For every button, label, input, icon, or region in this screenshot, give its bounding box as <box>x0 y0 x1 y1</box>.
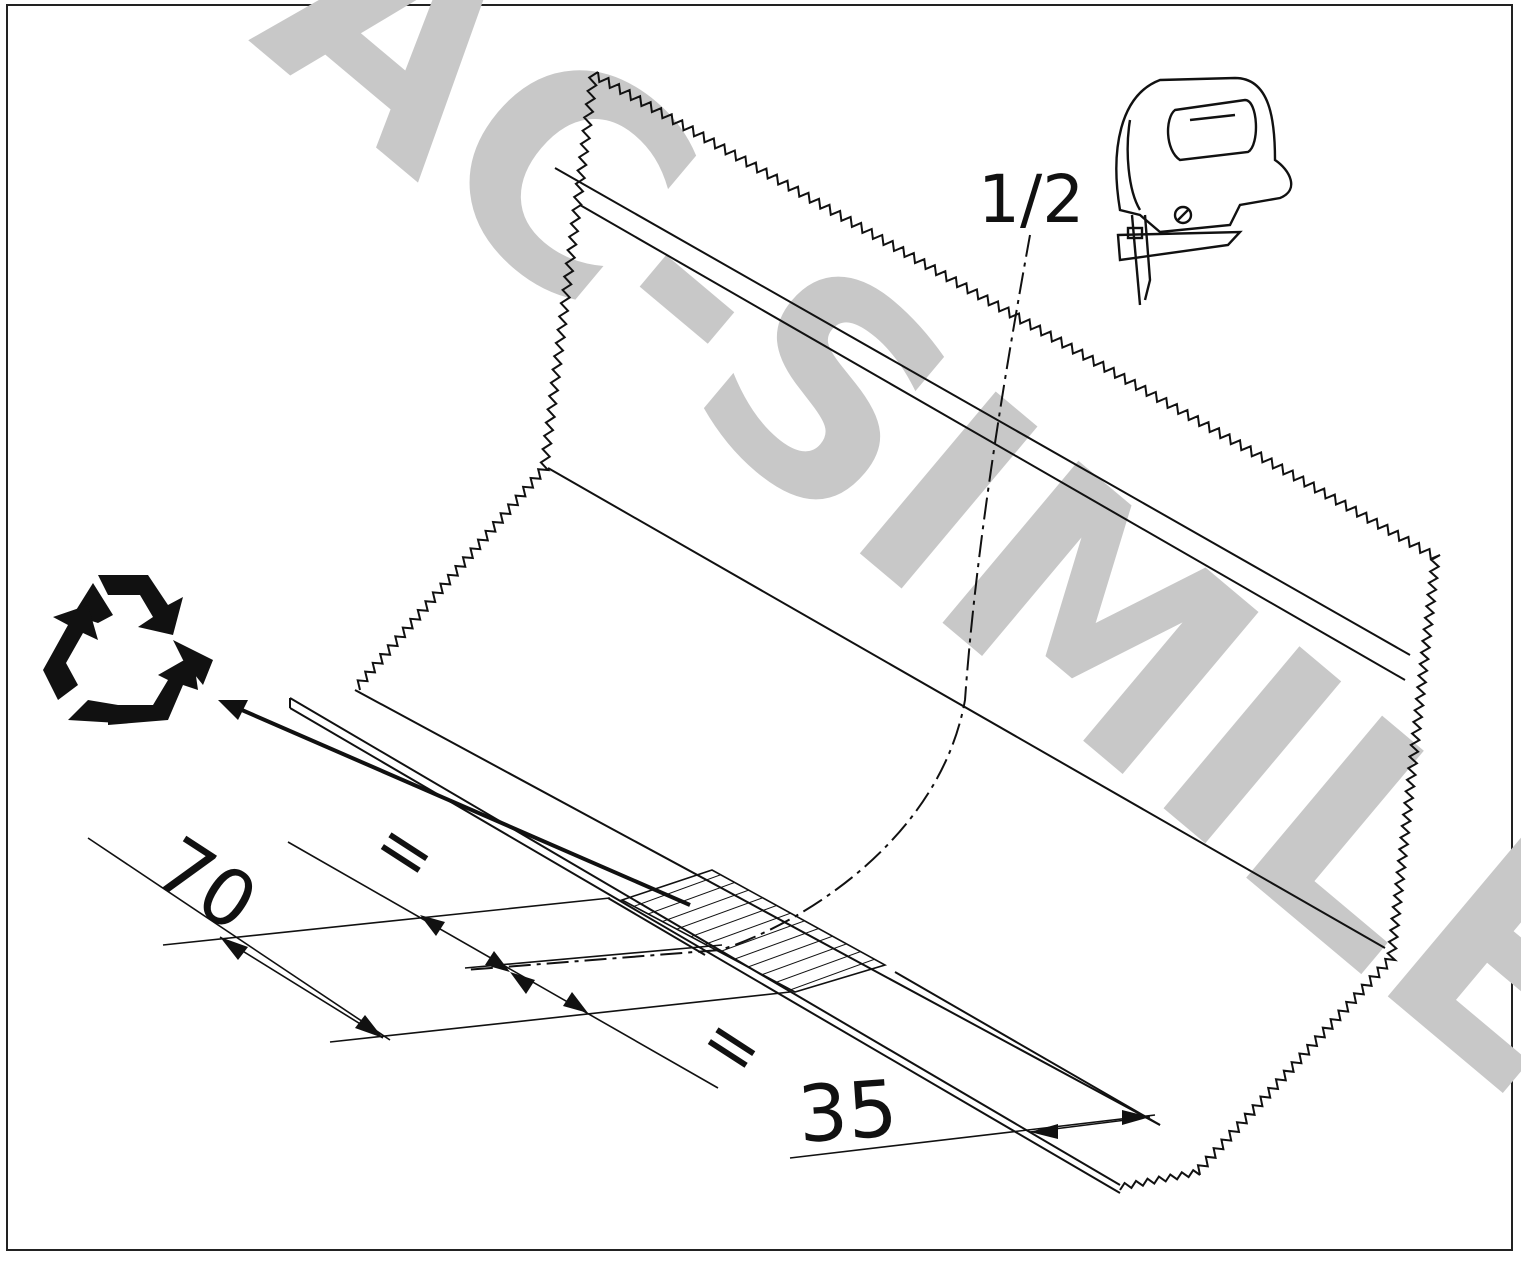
fraction-label: 1/2 <box>978 161 1084 238</box>
cut-region <box>619 869 888 993</box>
dimension-35 <box>789 1110 1156 1159</box>
dimension-35-label: 35 <box>795 1064 900 1161</box>
dimension-70 <box>87 837 791 1043</box>
dimension-equal <box>287 841 723 1089</box>
recycle-arrow <box>218 700 691 907</box>
jigsaw-icon <box>1115 76 1293 306</box>
dimension-equal-label-1: = <box>359 800 453 901</box>
dimension-equal-label-2: = <box>686 995 780 1096</box>
recycle-icon <box>43 575 213 725</box>
dimension-70-label: 70 <box>140 820 272 950</box>
panel-outline <box>356 71 1441 1191</box>
base-strip <box>289 697 1121 1194</box>
center-line <box>464 234 1031 971</box>
drawing-frame <box>6 4 1513 1251</box>
